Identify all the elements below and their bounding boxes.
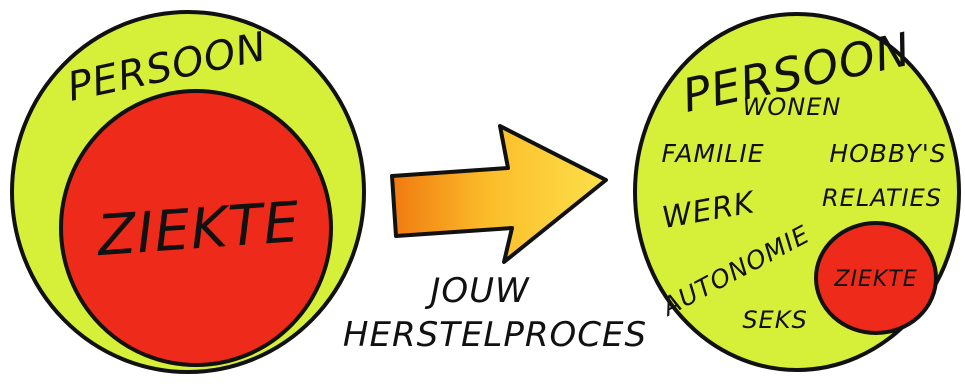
- arrow-caption-line2: HERSTELPROCES: [343, 315, 647, 355]
- arrow-shape: [392, 126, 606, 262]
- right-illness-label: ZIEKTE: [833, 267, 917, 292]
- item-seks: SEKS: [742, 306, 807, 334]
- item-familie: FAMILIE: [661, 139, 764, 168]
- process-arrow: [392, 126, 606, 262]
- arrow-caption-line1: JOUW: [424, 271, 530, 311]
- item-hobbys: HOBBY'S: [829, 139, 946, 168]
- left-diagram: PERSOON ZIEKTE: [12, 12, 364, 372]
- right-diagram: PERSOON WONEN FAMILIE HOBBY'S WERK RELAT…: [635, 14, 959, 370]
- item-relaties: RELATIES: [822, 184, 942, 212]
- item-wonen: WONEN: [743, 93, 842, 121]
